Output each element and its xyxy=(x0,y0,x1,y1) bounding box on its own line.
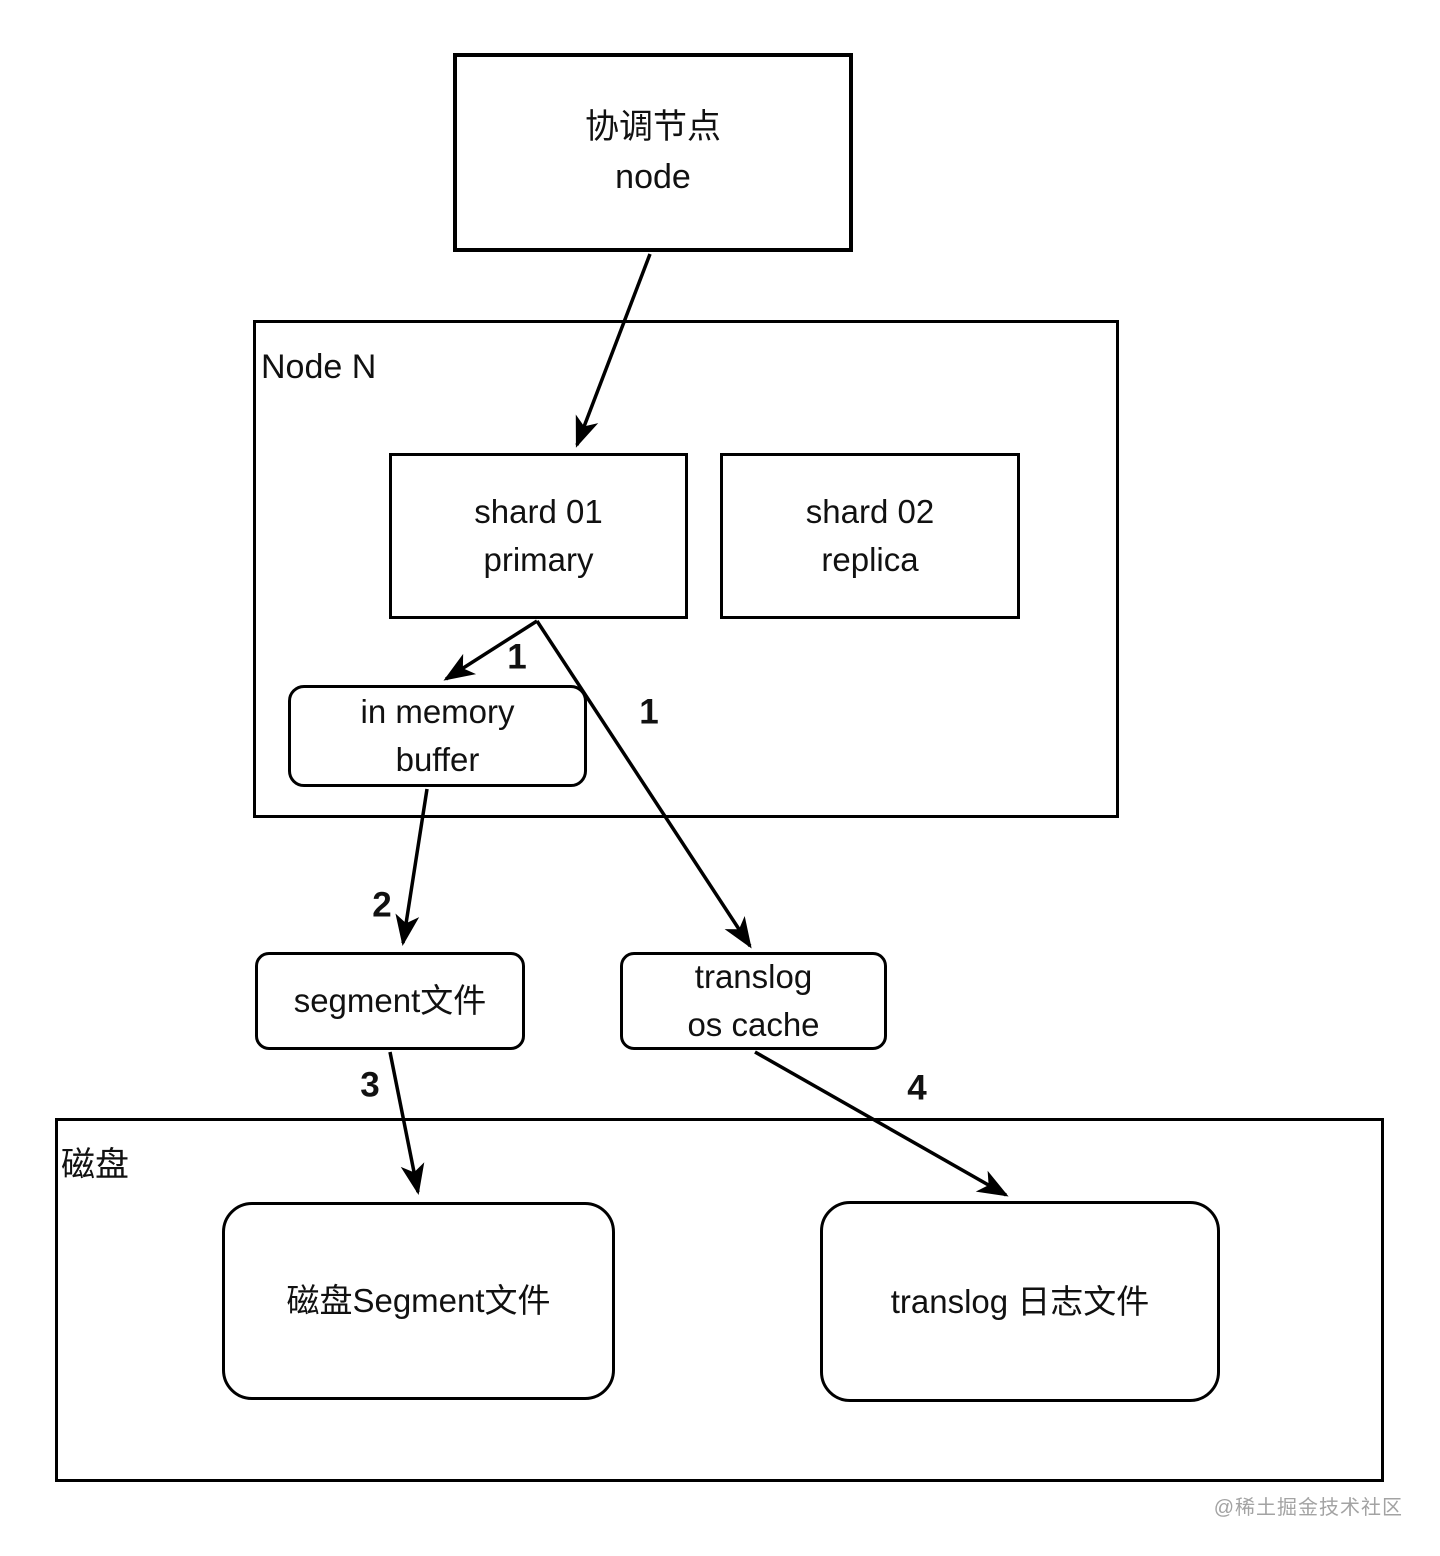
disk-container-label: 磁盘 xyxy=(61,1146,129,1184)
shard01-label-line2: primary xyxy=(483,541,594,578)
shard01-primary-box: shard 01 primary xyxy=(389,453,688,619)
edge-label-step2: 2 xyxy=(372,885,392,925)
edge-label-step1-buffer: 1 xyxy=(507,637,527,677)
translog-log-file-box: translog 日志文件 xyxy=(820,1201,1220,1402)
segment-file-box: segment文件 xyxy=(255,952,525,1050)
coordinator-node-box: 协调节点 node xyxy=(453,53,853,252)
coordinator-node-label-line2: node xyxy=(615,157,691,196)
segment-file-label: segment文件 xyxy=(293,982,487,1020)
disk-container xyxy=(55,1118,1384,1482)
in-memory-buffer-box: in memory buffer xyxy=(288,685,587,787)
disk-segment-file-box: 磁盘Segment文件 xyxy=(222,1202,615,1400)
shard02-label-line2: replica xyxy=(821,541,919,578)
translog-os-cache-box: translog os cache xyxy=(620,952,887,1050)
shard02-label-line1: shard 02 xyxy=(805,493,935,531)
in-memory-buffer-label-line1: in memory xyxy=(360,693,515,731)
translog-os-cache-label-line1: translog xyxy=(694,958,813,996)
coordinator-node-label-line1: 协调节点 xyxy=(585,108,721,147)
shard01-label-line1: shard 01 xyxy=(474,493,603,531)
translog-os-cache-label-line2: os cache xyxy=(687,1006,820,1043)
edge-label-step1-translog: 1 xyxy=(639,692,659,732)
edge-label-step4: 4 xyxy=(907,1068,927,1108)
watermark-text: @稀土掘金技术社区 xyxy=(1213,1497,1403,1519)
in-memory-buffer-label-line2: buffer xyxy=(395,741,480,778)
translog-log-file-label: translog 日志文件 xyxy=(890,1282,1150,1320)
edge-label-step3: 3 xyxy=(360,1065,380,1105)
disk-segment-file-label: 磁盘Segment文件 xyxy=(286,1282,551,1320)
node-n-container-label: Node N xyxy=(261,348,377,386)
shard02-replica-box: shard 02 replica xyxy=(720,453,1020,619)
